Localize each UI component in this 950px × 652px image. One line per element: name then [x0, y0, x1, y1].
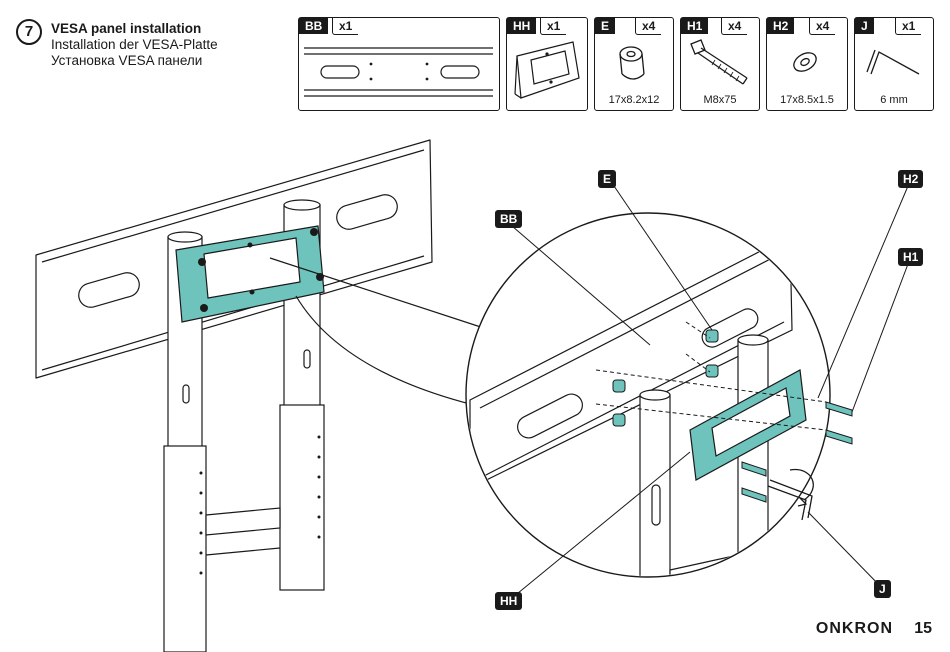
brand-logo-text: ONKRON [816, 620, 893, 638]
page-number: 15 [914, 620, 932, 638]
callout-hh: HH [495, 592, 522, 610]
callout-bb: BB [495, 210, 522, 228]
callout-j: J [874, 580, 891, 598]
callout-e: E [598, 170, 616, 188]
callout-h2: H2 [898, 170, 923, 188]
callout-h1: H1 [898, 248, 923, 266]
